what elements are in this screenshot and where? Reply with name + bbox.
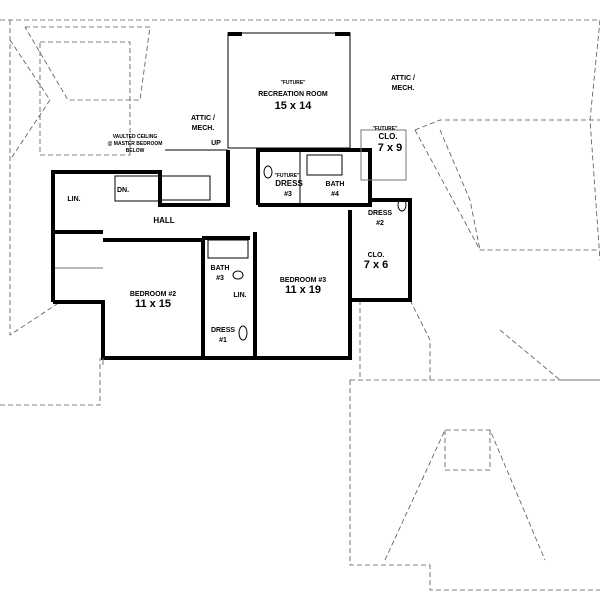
lin-mid: LIN. [233,292,246,299]
dress2-num: #2 [376,220,384,227]
bath4-name: BATH [326,181,345,188]
stair-up-label: UP [211,140,221,147]
dress3-num: #3 [284,191,292,198]
dress3-name: DRESS [275,179,303,188]
bedroom3-name: BEDROOM #3 [280,277,326,284]
rec-room-size: 15 x 14 [275,100,313,112]
walls [51,32,412,365]
bath4-num: #4 [331,191,339,198]
lin-left: LIN. [67,196,80,203]
attic-mech-right-2: MECH. [392,85,415,92]
attic-mech-right-1: ATTIC / [391,75,415,82]
bath3-num: #3 [216,275,224,282]
attic-mech-left-1: ATTIC / [191,115,215,122]
bedroom2-size: 11 x 15 [135,298,171,310]
hall-label: HALL [153,216,174,225]
closet-name: CLO. [368,252,385,259]
bath3-name: BATH [211,265,230,272]
attic-mech-left-2: MECH. [192,125,215,132]
closet-future-note: "FUTURE" [372,126,398,132]
dress2-name: DRESS [368,210,392,217]
stair-dn-label: DN. [117,187,129,194]
dress3-note: "FUTURE" [274,173,300,179]
closet-size: 7 x 6 [364,259,388,271]
rec-room-note: "FUTURE" [280,80,306,86]
rec-room-name: RECREATION ROOM [258,91,328,98]
roof-outline [0,19,600,591]
closet-future-name: CLO. [378,132,397,141]
closet-future-size: 7 x 9 [378,142,402,154]
vaulted-1: VAULTED CEILING [113,134,158,140]
vaulted-2: @ MASTER BEDROOM [108,141,163,147]
bedroom2-name: BEDROOM #2 [130,291,176,298]
bedroom3-size: 11 x 19 [285,284,321,296]
dress1-name: DRESS [211,327,235,334]
dress1-num: #1 [219,337,227,344]
vaulted-3: BELOW [126,148,145,154]
